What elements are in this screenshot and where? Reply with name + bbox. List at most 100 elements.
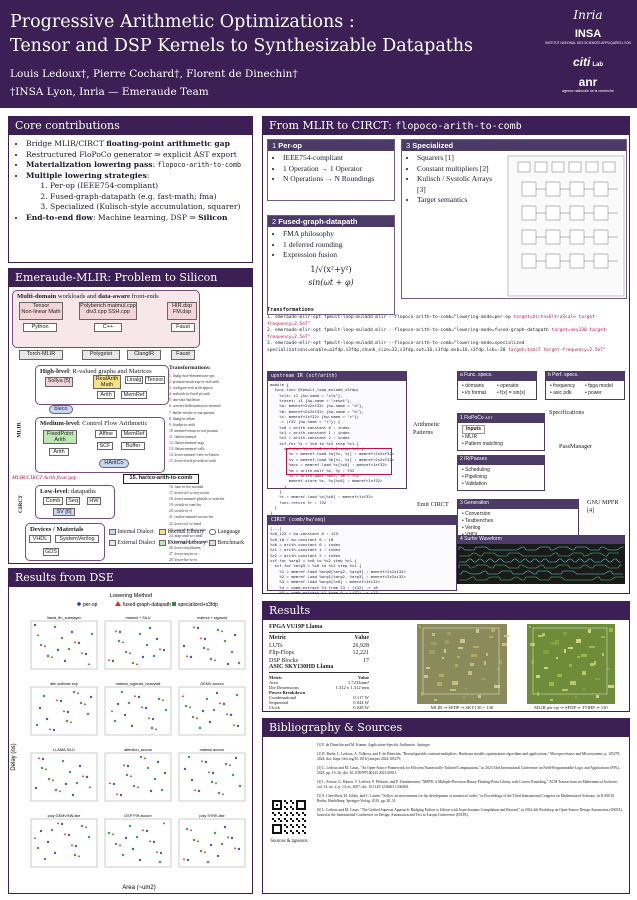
chip-cell: [465, 688, 467, 690]
core-title: Core contributions: [9, 117, 252, 135]
memref-box-2: MemRef: [121, 430, 147, 438]
dse-point: [152, 840, 156, 844]
pe-cell: [545, 181, 561, 197]
sollya-box: Sollya [5]: [45, 377, 73, 387]
dse-point: [130, 724, 134, 728]
annotation-emit: Emit CIRCT: [417, 501, 449, 508]
arith-box-2: Arith: [49, 448, 69, 456]
chip-cell: [455, 664, 458, 667]
arith-box: Arith: [97, 391, 115, 399]
transformations-heading: Transformations: [267, 307, 314, 313]
dse-point: [129, 774, 133, 778]
flopoco-card: 1 FloPoCo AST Inputs• MLIR• Pattern matc…: [457, 413, 545, 451]
col-value: Value: [357, 674, 369, 680]
dse-point: [40, 766, 44, 770]
dse-point: [124, 650, 128, 654]
qr-code[interactable]: [271, 799, 307, 835]
qr-module: [298, 820, 300, 822]
qr-module: [286, 832, 288, 834]
dse-point: [73, 853, 77, 857]
spec-item: • Scheduling: [462, 467, 490, 473]
dse-point: [235, 693, 239, 697]
subplot-title: matmul_sigmoid_heavytail: [116, 682, 161, 686]
dse-point: [199, 636, 203, 640]
dse-point: [238, 784, 242, 788]
col-metric: Metric: [269, 634, 287, 641]
qr-module: [304, 804, 306, 806]
mlir-circt-panel: From MLIR to CIRCT: flopoco-arith-to-com…: [262, 116, 630, 594]
metric-name: Sequential: [269, 700, 289, 706]
dse-point: [133, 694, 137, 698]
qr-module: [272, 828, 274, 830]
dse-point: [116, 702, 120, 706]
dse-point: [213, 658, 217, 662]
dse-point: [38, 706, 42, 710]
dse-point: [216, 854, 220, 858]
spec-item: • MLIR: [462, 434, 478, 440]
dse-point: [112, 782, 116, 786]
strategy-bullet: Constant multipliers [2]: [417, 164, 497, 175]
command-1: 1. emeraude-mlir-opt fpmult-loop-muladd.…: [267, 315, 598, 327]
dse-point: [118, 630, 122, 634]
dse-point: [107, 658, 111, 662]
pass-item: 6. convert-bufferization-to-memref: [169, 404, 221, 409]
metric-value: 0.044 W: [353, 700, 369, 706]
tensor-dialect-box: Tensor: [145, 376, 165, 384]
dse-point: [51, 778, 55, 782]
qr-module: [290, 806, 292, 808]
pe-cell: [521, 205, 537, 221]
qr-module: [286, 808, 288, 810]
qr-module: [280, 802, 282, 804]
dse-point: [39, 829, 43, 833]
dse-point: [231, 773, 235, 777]
qr-module: [274, 820, 276, 822]
dse-point: [123, 713, 127, 717]
dse-point: [58, 789, 62, 793]
qr-module: [284, 824, 286, 826]
dse-point: [53, 851, 57, 855]
subplot-axes: [30, 818, 98, 868]
chip-cell: [575, 696, 577, 699]
chip-core: [422, 627, 500, 695]
qr-module: [300, 808, 302, 810]
chip-cell: [429, 650, 435, 654]
dse-point: [210, 780, 214, 784]
pass-item: 28. lower-hw-to-sv: [169, 558, 198, 563]
fixedpoint-box: FixedPoint Arith: [43, 430, 77, 444]
bib-list: [1] F. de Dinechin and M. Kumm, Applicat…: [317, 743, 623, 822]
dse-point: [145, 829, 149, 833]
pass-item: 4. realarith-to-fixed-pt-arith: [169, 392, 210, 397]
dse-point: [77, 641, 81, 645]
dse-point: [118, 843, 122, 847]
chip-core: [532, 627, 608, 695]
spec-item: • Pattern matching: [462, 441, 503, 447]
dse-point: [124, 836, 128, 840]
chip-cell: [458, 647, 463, 649]
subplot-axes: [178, 818, 246, 868]
spec-item: • domains: [462, 383, 485, 389]
dse-subplot: GEMV accum: [178, 682, 246, 736]
dse-point: [183, 767, 187, 771]
dse-point: [125, 773, 129, 777]
dse-point: [138, 632, 142, 636]
pass-item: 5. one-shot-bufferize: [169, 398, 200, 403]
subplot-axes: [104, 752, 172, 802]
metric-value: 1.312 x 1.312 mm: [335, 684, 369, 690]
dse-point: [155, 850, 159, 854]
qr-module: [292, 808, 294, 810]
dse-point: [111, 659, 115, 663]
torch-mlir-box: Torch-MLIR: [19, 350, 63, 360]
subplot-axes: [30, 686, 98, 736]
spec-item: • frequency: [550, 383, 576, 389]
qr-module: [280, 808, 282, 810]
chip-cell: [486, 653, 488, 656]
poster-title: Progressive Arithmetic Optimizations : T…: [10, 10, 473, 58]
qr-module: [276, 808, 278, 810]
pass-item: 11. flatten-memref: [169, 434, 197, 439]
metric-name: Flip-Flops: [269, 650, 295, 657]
chip-cell: [434, 699, 437, 701]
dse-point: [233, 633, 237, 637]
bib-entry: [3] L. Ledoux and M. Casas, "An Open-Sou…: [317, 766, 620, 775]
